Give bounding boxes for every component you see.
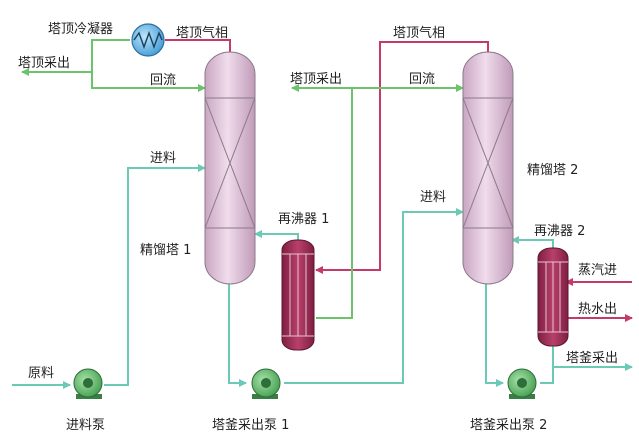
distillation-column-1 [204,51,256,285]
condenser-outlet-line [91,39,130,72]
top-product-label-2: 塔顶采出 [290,72,343,87]
bottoms-label-2: 塔釜采出 [566,351,619,366]
top-product-label-1: 塔顶采出 [18,56,71,71]
feed-label-2: 进料 [420,190,447,205]
reboiler-feed-line-1 [254,230,299,240]
reflux-label-2: 回流 [409,72,436,87]
condensate-line [316,88,353,319]
reflux-line-1 [91,72,206,92]
reflux-label-1: 回流 [150,73,177,88]
bottoms-pump-2 [507,368,537,399]
top-condenser [131,23,165,57]
top-vapor-label-1: 塔顶气相 [176,26,229,41]
feed-label-1: 进料 [150,151,177,166]
top-condenser-label: 塔顶冷凝器 [48,22,114,37]
feed-line-2 [284,208,464,384]
bottoms-line-1 [228,282,247,387]
column-label-1: 精馏塔 1 [140,243,192,258]
top-vapor-label-2: 塔顶气相 [393,26,446,41]
pump2-outlet-line [540,367,554,384]
reboiler-2 [537,247,569,347]
reboiler-label-1: 再沸器 1 [278,212,330,227]
hot-water-out-label: 热水出 [578,302,618,317]
reboiler-1 [281,239,315,351]
distillation-column-2 [462,51,514,285]
steam-in-label: 蒸汽进 [578,263,618,278]
top-vapor-line-2 [315,41,489,274]
reboiler-label-2: 再沸器 2 [534,224,586,239]
raw-material-label: 原料 [28,366,55,381]
bottoms-pump-label-1: 塔釜采出泵 1 [212,418,290,433]
feed-pump-label: 进料泵 [66,418,106,433]
bottoms-pump-1 [251,368,281,399]
column-label-2: 精馏塔 2 [527,163,579,178]
bottoms-pump-label-2: 塔釜采出泵 2 [470,418,548,433]
top-vapor-line-1 [165,39,231,52]
feed-line-1 [104,164,206,386]
feed-pump [73,368,103,399]
reboiler-feed-line-2 [511,236,554,248]
bottoms-line-2 [485,282,504,387]
